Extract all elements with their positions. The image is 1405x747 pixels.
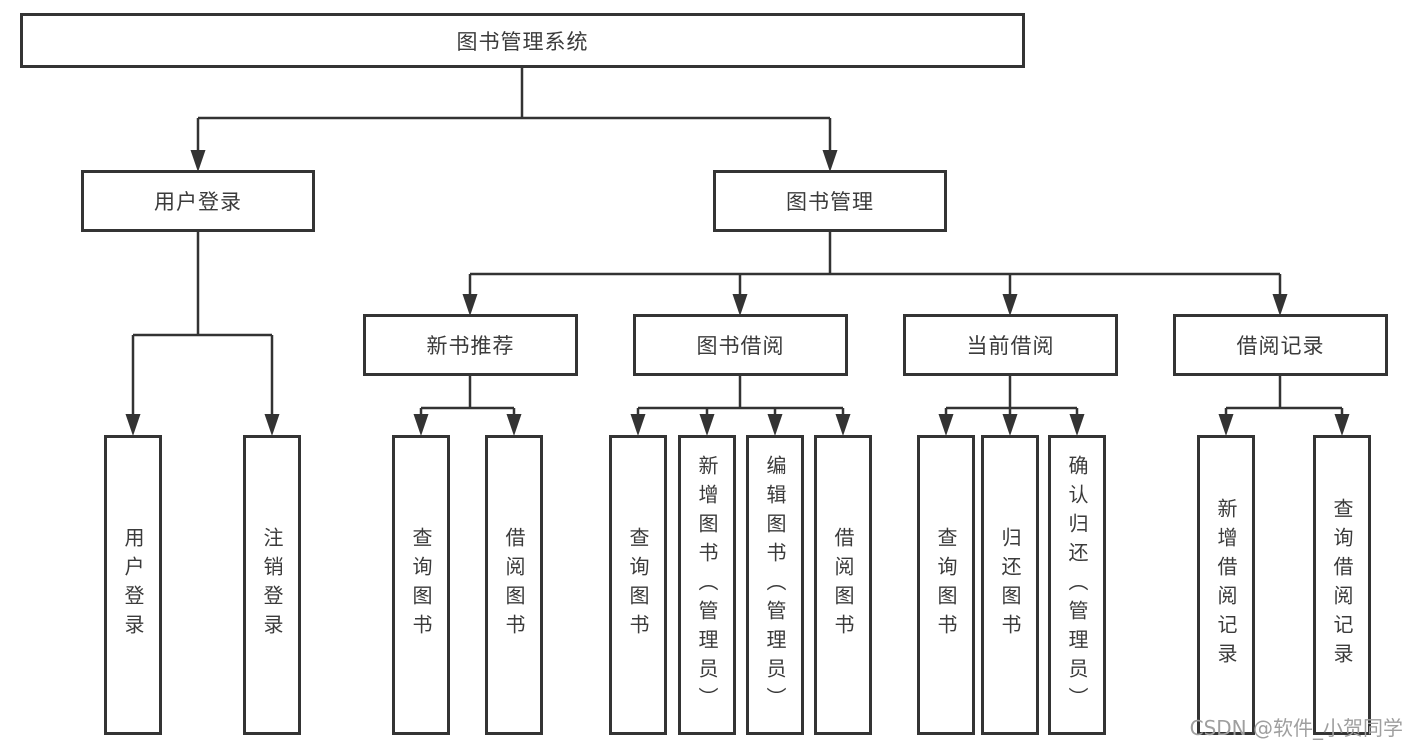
- node-new-book-recommend: 新书推荐: [363, 314, 578, 376]
- leaf-borrow-books-recommend: 借阅图书: [485, 435, 543, 735]
- leaf-query-books-current: 查询图书: [917, 435, 975, 735]
- node-new-book-recommend-label: 新书推荐: [426, 334, 515, 358]
- node-current-borrowing-label: 当前借阅: [966, 334, 1055, 358]
- connector-borrowing-records-to-leaves: [1218, 376, 1350, 436]
- leaf-label: 归还图书: [998, 527, 1022, 643]
- leaf-label: 查询图书: [409, 527, 433, 643]
- leaf-query-books-borrowing: 查询图书: [609, 435, 667, 735]
- leaf-logout-login: 注销登录: [243, 435, 301, 735]
- node-borrowing-records-label: 借阅记录: [1236, 334, 1325, 358]
- connector-book-management-to-level3: [462, 232, 1288, 316]
- connector-current-borrowing-to-leaves: [938, 376, 1085, 436]
- leaf-label: 编辑图书（管理员）: [763, 454, 787, 716]
- node-book-management: 图书管理: [713, 170, 947, 232]
- leaf-label: 新增借阅记录: [1214, 498, 1238, 672]
- leaf-return-books: 归还图书: [981, 435, 1039, 735]
- leaf-add-borrow-record: 新增借阅记录: [1197, 435, 1255, 735]
- leaf-label: 确认归还（管理员）: [1065, 454, 1089, 716]
- leaf-label: 查询图书: [626, 527, 650, 643]
- leaf-label: 注销登录: [260, 527, 284, 643]
- leaf-label: 用户登录: [121, 527, 145, 643]
- node-book-management-label: 图书管理: [786, 190, 874, 214]
- node-book-borrowing: 图书借阅: [633, 314, 848, 376]
- leaf-label: 新增图书（管理员）: [695, 454, 719, 716]
- node-root-label: 图书管理系统: [456, 29, 589, 54]
- node-root: 图书管理系统: [20, 13, 1025, 68]
- node-borrowing-records: 借阅记录: [1173, 314, 1388, 376]
- leaf-query-books-recommend: 查询图书: [392, 435, 450, 735]
- leaf-label: 查询借阅记录: [1330, 498, 1354, 672]
- node-user-login: 用户登录: [81, 170, 315, 232]
- csdn-watermark: CSDN @软件_小贺同学: [1189, 716, 1403, 740]
- leaf-label: 借阅图书: [502, 527, 526, 643]
- node-book-borrowing-label: 图书借阅: [696, 334, 785, 358]
- connector-new-book-recommend-to-leaves: [413, 376, 522, 436]
- leaf-user-login: 用户登录: [104, 435, 162, 735]
- leaf-label: 查询图书: [934, 527, 958, 643]
- leaf-label: 借阅图书: [831, 527, 855, 643]
- leaf-borrow-books-borrowing: 借阅图书: [814, 435, 872, 735]
- leaf-query-borrow-record: 查询借阅记录: [1313, 435, 1371, 735]
- connector-root-to-level2: [190, 68, 838, 172]
- leaf-edit-books-admin: 编辑图书（管理员）: [746, 435, 804, 735]
- leaf-confirm-return-admin: 确认归还（管理员）: [1048, 435, 1106, 735]
- node-current-borrowing: 当前借阅: [903, 314, 1118, 376]
- leaf-add-books-admin: 新增图书（管理员）: [678, 435, 736, 735]
- connector-book-borrowing-to-leaves: [630, 376, 851, 436]
- node-user-login-label: 用户登录: [154, 190, 242, 214]
- connector-user-login-to-leaves: [125, 232, 280, 436]
